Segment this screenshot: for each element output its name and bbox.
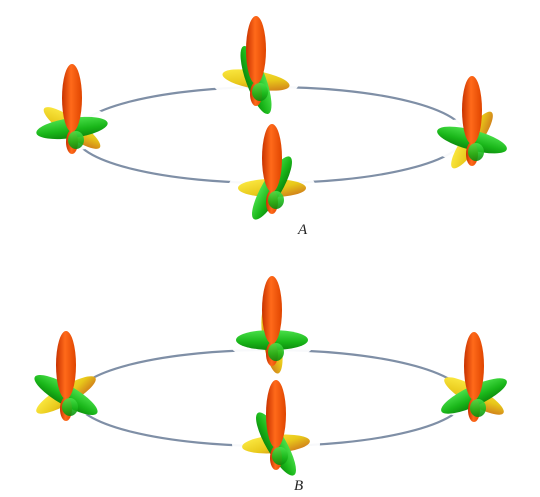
orange-lobe-upper: [56, 331, 76, 399]
orange-lobe-upper: [262, 124, 282, 192]
orbital-right: [430, 332, 518, 422]
orange-lobe-upper: [464, 332, 484, 400]
orange-lobe-upper: [62, 64, 82, 132]
orange-lobe-upper: [266, 380, 286, 448]
orbital-top: [228, 276, 316, 374]
front-lobe: [268, 343, 284, 361]
panel-a: [28, 16, 516, 220]
front-lobe: [272, 447, 288, 465]
front-lobe: [470, 399, 486, 417]
orbital-top: [212, 16, 300, 115]
panel-a-label: A: [298, 222, 308, 238]
orbital-bottom: [232, 380, 320, 476]
orbital-bottom: [228, 124, 316, 220]
orbital-right: [428, 76, 516, 169]
front-lobe: [252, 83, 268, 101]
orange-lobe-upper: [462, 76, 482, 144]
orange-lobe-upper: [246, 16, 266, 84]
front-lobe: [62, 398, 78, 416]
front-lobe: [268, 191, 284, 209]
orange-lobe-upper: [262, 276, 282, 344]
front-lobe: [68, 131, 84, 149]
panel-b-label: B: [294, 478, 304, 494]
orbital-left: [28, 64, 116, 154]
panel-b: [22, 276, 518, 476]
orbital-left: [22, 331, 110, 421]
front-lobe: [468, 143, 484, 161]
